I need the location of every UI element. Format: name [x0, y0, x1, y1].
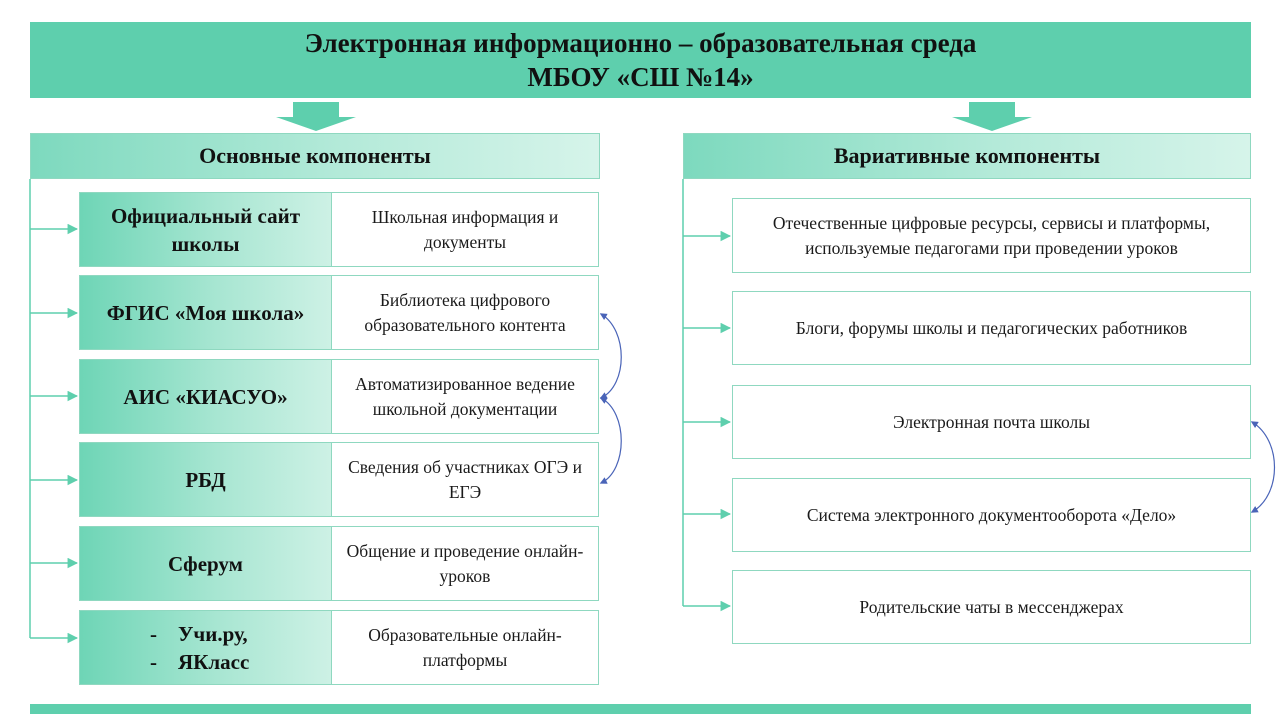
- variable-item-2: Блоги, форумы школы и педагогических раб…: [732, 291, 1251, 365]
- main-row-2-name: ФГИС «Моя школа»: [79, 275, 332, 350]
- title-line-2: МБОУ «СШ №14»: [527, 62, 754, 92]
- curve-arrow-2: [599, 397, 622, 484]
- variable-components-header: Вариативные компоненты: [683, 133, 1251, 179]
- main-row-5-description: Общение и проведение онлайн-уроков: [331, 526, 599, 601]
- platform-list-item-1: -Учи.ру,: [150, 621, 248, 646]
- left-down-arrow-icon: [276, 117, 356, 131]
- main-row-3-description: Автоматизированное ведение школьной доку…: [331, 359, 599, 434]
- variable-item-5: Родительские чаты в мессенджерах: [732, 570, 1251, 644]
- variable-item-3: Электронная почта школы: [732, 385, 1251, 459]
- main-row-4-description: Сведения об участниках ОГЭ и ЕГЭ: [331, 442, 599, 517]
- title-line-1: Электронная информационно – образователь…: [304, 28, 977, 58]
- title-banner: Электронная информационно – образователь…: [30, 22, 1251, 98]
- main-row-6-name: -Учи.ру, -ЯКласс: [79, 610, 332, 685]
- main-row-3-name: АИС «КИАСУО»: [79, 359, 332, 434]
- variable-item-4: Система электронного документооборота «Д…: [732, 478, 1251, 552]
- main-row-6-description: Образовательные онлайн-платформы: [331, 610, 599, 685]
- variable-components-header-label: Вариативные компоненты: [833, 143, 1101, 168]
- main-row-1-name: Официальный сайт школы: [79, 192, 332, 267]
- main-row-4-name: РБД: [79, 442, 332, 517]
- variable-item-1: Отечественные цифровые ресурсы, сервисы …: [732, 198, 1251, 273]
- curve-arrow-3: [1250, 421, 1276, 513]
- right-down-arrow-stem: [969, 102, 1015, 118]
- main-row-5-name: Сферум: [79, 526, 332, 601]
- right-down-arrow-icon: [952, 117, 1032, 131]
- main-components-header-label: Основные компоненты: [199, 143, 431, 168]
- main-row-2-description: Библиотека цифрового образовательного ко…: [331, 275, 599, 350]
- main-row-1-description: Школьная информация и документы: [331, 192, 599, 267]
- main-components-header: Основные компоненты: [30, 133, 600, 179]
- left-down-arrow-stem: [293, 102, 339, 118]
- bottom-bar: [30, 704, 1251, 714]
- platform-list-item-2: -ЯКласс: [150, 649, 250, 674]
- curve-arrow-1: [599, 313, 622, 399]
